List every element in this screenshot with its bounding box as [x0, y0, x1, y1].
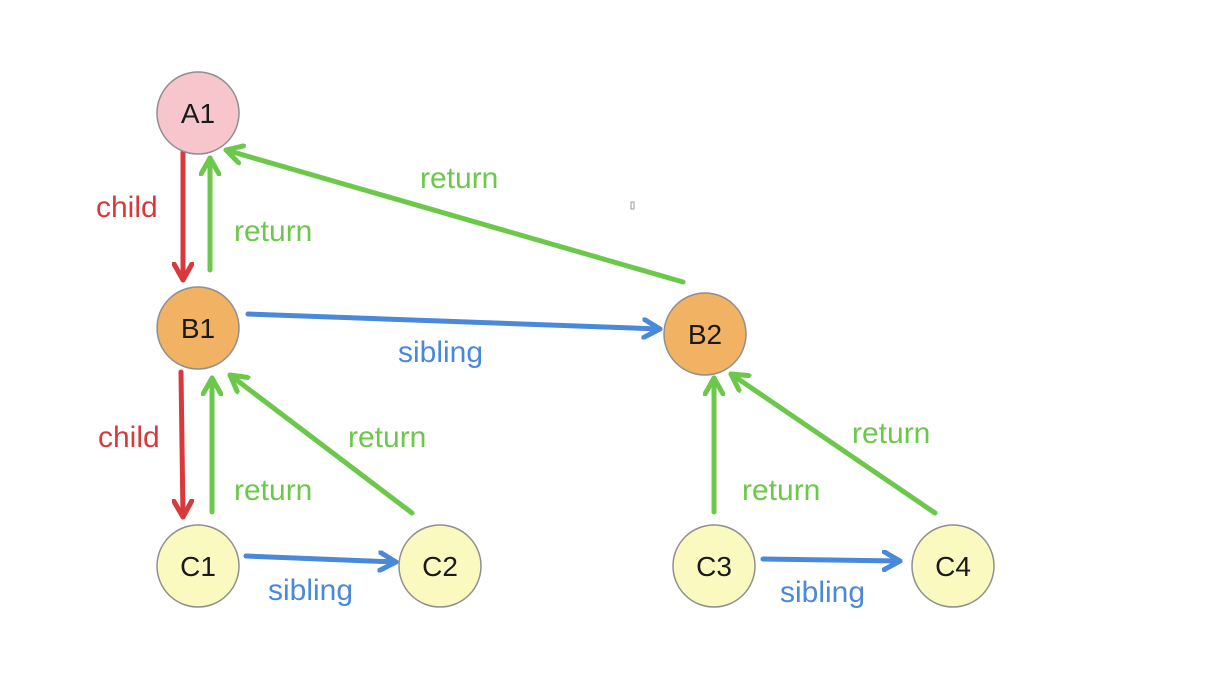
node-b2: B2 — [663, 292, 747, 376]
edge-b1-c1-child — [181, 369, 183, 520]
edge-b2-a1-return — [223, 150, 686, 285]
node-c3: C3 — [672, 524, 756, 608]
label-c2-b1-return: return — [348, 421, 426, 454]
node-b1-label: B1 — [181, 313, 215, 344]
edge-c3-c4-sibling — [760, 559, 903, 561]
label-b2-a1-return: return — [420, 162, 498, 195]
label-c1-c2-sibling: sibling — [268, 574, 353, 607]
label-c3-b2-return: return — [742, 474, 820, 507]
label-c1-b1-return: return — [234, 474, 312, 507]
node-c4-label: C4 — [935, 551, 971, 582]
edge-c4-b2-return — [728, 371, 938, 516]
node-a1: A1 — [156, 71, 240, 155]
node-c1: C1 — [156, 524, 240, 608]
label-c4-b2-return: return — [852, 417, 930, 450]
node-b2-label: B2 — [688, 319, 722, 350]
label-b1-c1-child: child — [98, 421, 160, 454]
node-c4: C4 — [911, 524, 995, 608]
node-a1-label: A1 — [181, 98, 215, 129]
node-b1: B1 — [156, 286, 240, 370]
node-c1-label: C1 — [180, 551, 216, 582]
label-a1-b1-child: child — [96, 191, 158, 224]
edge-c2-b1-return — [227, 372, 415, 516]
node-c2: C2 — [398, 524, 482, 608]
label-c3-c4-sibling: sibling — [780, 576, 865, 609]
node-c2-label: C2 — [422, 551, 458, 582]
label-b1-b2-sibling: sibling — [398, 336, 483, 369]
stray-mark — [630, 201, 635, 210]
edge-b1-b2-sibling — [245, 311, 663, 329]
label-b1-a1-return: return — [234, 215, 312, 248]
node-c3-label: C3 — [696, 551, 732, 582]
edge-c1-c2-sibling — [243, 556, 399, 562]
